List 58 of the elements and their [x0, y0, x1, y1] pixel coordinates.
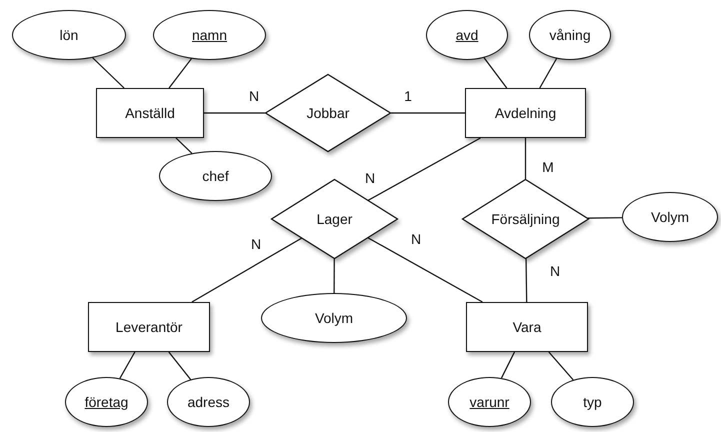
node-label: Volym: [650, 209, 690, 225]
attribute-ellipse: [622, 192, 718, 242]
node-label: Anställd: [125, 105, 175, 121]
attribute-ellipse: [261, 293, 407, 343]
entity-box: [88, 302, 210, 352]
cardinality-label: N: [548, 263, 562, 279]
connector-line: [539, 58, 558, 88]
connector-line: [334, 258, 335, 293]
cardinality-label: N: [248, 88, 260, 104]
connector-line: [525, 258, 528, 302]
node-label: Försäljning: [491, 211, 560, 227]
entity-box: [465, 88, 586, 138]
cardinality-label: 1: [403, 88, 413, 104]
connector-line: [168, 58, 192, 88]
connector-line: [119, 352, 136, 379]
node-label: Lager: [316, 211, 352, 227]
connector-line: [176, 138, 192, 154]
attribute-ellipse: [167, 377, 250, 427]
node-label: lön: [60, 27, 78, 43]
connector-line: [192, 238, 302, 303]
key-attribute-ellipse: [153, 10, 266, 60]
cardinality-label: M: [541, 159, 555, 175]
node-label: adress: [187, 394, 230, 410]
node-label: våning: [549, 27, 591, 43]
connector-line: [484, 57, 508, 88]
connector-line: [588, 217, 622, 219]
node-label: chef: [202, 168, 229, 184]
node-label: Vara: [512, 319, 542, 335]
attribute-ellipse: [529, 10, 611, 60]
key-attribute-ellipse: [426, 10, 508, 60]
node-label: varunr: [470, 394, 510, 410]
node-label: Jobbar: [306, 105, 350, 121]
cardinality-label: N: [250, 236, 262, 252]
node-label: Volym: [314, 310, 354, 326]
node-label: namn: [192, 27, 228, 43]
cardinality-label: N: [364, 170, 376, 186]
key-attribute-ellipse: [65, 377, 148, 427]
connector-line: [500, 352, 516, 378]
node-label: typ: [583, 394, 602, 410]
connector-line: [168, 352, 192, 380]
connector-line: [368, 137, 481, 201]
entity-box: [96, 88, 204, 138]
entity-box: [466, 302, 588, 352]
node-label: avd: [456, 27, 478, 43]
node-label: företag: [84, 394, 128, 410]
node-label: Leverantör: [116, 319, 182, 335]
connector-line: [391, 112, 465, 114]
connector-line: [368, 237, 483, 303]
connector-line: [548, 352, 574, 380]
attribute-ellipse: [12, 10, 126, 60]
connector-line: [204, 112, 265, 114]
key-attribute-ellipse: [448, 377, 531, 427]
connector-line: [92, 57, 124, 88]
node-label: Avdelning: [494, 105, 556, 121]
connector-line: [524, 138, 526, 179]
cardinality-label: N: [410, 231, 422, 247]
attribute-ellipse: [159, 151, 272, 201]
attribute-ellipse: [551, 377, 634, 427]
